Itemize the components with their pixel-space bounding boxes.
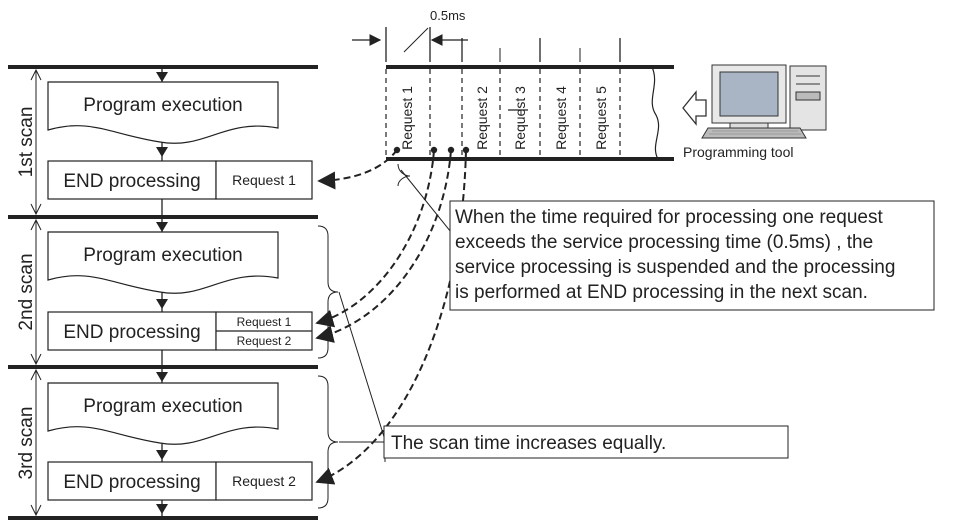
end-box-3	[47, 461, 217, 501]
end-label-1: END processing	[63, 171, 200, 192]
queue-request-1: Request 1	[399, 86, 415, 150]
note-scan-callout: The scan time increases equally.	[338, 291, 789, 462]
scan-dimension	[30, 68, 42, 517]
scan-brace	[317, 225, 339, 359]
end-label-2: END processing	[63, 322, 200, 343]
note-service-line-3: service processing is suspended and the …	[455, 257, 895, 278]
program-label-3: Program execution	[83, 396, 242, 417]
program-label-1: Program execution	[83, 95, 242, 116]
scan-text: 1st scan 2nd scan 3rd scan Program execu…	[16, 95, 296, 493]
end-request-box-3	[215, 461, 313, 501]
note-scan-text: The scan time increases equally.	[391, 433, 666, 454]
arrow-req1-scan2	[315, 149, 435, 328]
end-request-box-1	[215, 160, 313, 200]
interval-label: 0.5ms	[430, 8, 466, 23]
queue-request-5: Request 5	[593, 86, 609, 150]
note-scan-box	[383, 425, 789, 459]
end-label-3: END processing	[63, 472, 200, 493]
note-service-line-4: is performed at END processing in the ne…	[455, 282, 868, 303]
programming-tool-label: Programming tool	[683, 144, 794, 160]
note-service-line-2: exceeds the service processing time (0.5…	[455, 232, 873, 253]
computer-icon	[701, 64, 827, 139]
scan-flow	[8, 65, 339, 520]
note-service-box	[449, 200, 935, 311]
program-box-1	[47, 81, 279, 144]
program-box-2	[47, 231, 279, 294]
queue-request-4: Request 4	[553, 86, 569, 150]
note-service-line-1: When the time required for processing on…	[455, 207, 883, 228]
request-queue	[352, 27, 674, 161]
scan-label-3: 3rd scan	[16, 407, 37, 480]
tool-arrow	[682, 90, 707, 126]
scan-brace	[317, 375, 339, 509]
queue-request-2: Request 2	[474, 86, 490, 150]
queue-text: 0.5ms Request 1 Request 2 Request 3 Requ…	[399, 8, 609, 150]
end-request-3: Request 2	[232, 473, 296, 489]
end-request-1: Request 1	[232, 172, 296, 188]
end-request-2a: Request 1	[237, 315, 292, 329]
end-request-2b: Request 2	[237, 334, 292, 348]
program-label-2: Program execution	[83, 245, 242, 266]
end-box-2	[47, 311, 217, 351]
program-box-3	[47, 382, 279, 445]
arrow-req1-scan1	[317, 149, 398, 190]
scan-label-1: 1st scan	[16, 107, 37, 178]
note-service-callout: When the time required for processing on…	[397, 163, 935, 311]
flow-arrows	[156, 72, 168, 514]
scan-label-2: 2nd scan	[16, 253, 37, 330]
arrow-req2-scan2	[315, 149, 452, 343]
queue-request-3: Request 3	[512, 86, 528, 150]
